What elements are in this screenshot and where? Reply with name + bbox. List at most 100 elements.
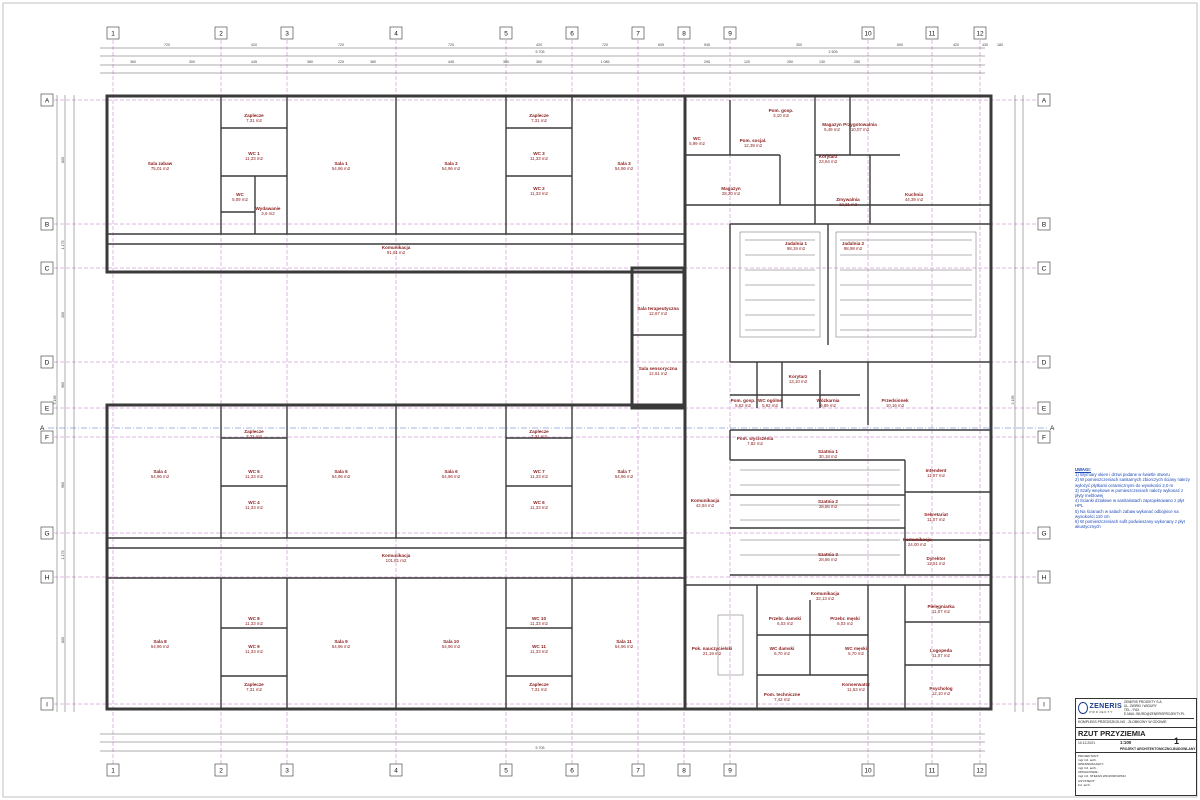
note-item: 2) W pomieszczeniach sanitarnych zbiorcz… — [1075, 477, 1190, 488]
axis-bubble — [40, 217, 54, 231]
room-name: Komunikacja — [382, 245, 411, 250]
axis-label-column-top: 2 — [219, 31, 223, 38]
dimension-height-segment: 1 175 — [61, 241, 65, 250]
room-name: WC 2 — [533, 186, 545, 191]
room-name: Komunikacja — [811, 591, 840, 596]
room-name: Dyrektor — [927, 556, 946, 561]
axis-bubble — [631, 763, 645, 777]
dimension-height-segment: 805 — [61, 157, 65, 163]
room-name: Sala 7 — [617, 469, 631, 474]
room-name: WC — [236, 192, 244, 197]
axis-label-column-top: 3 — [285, 31, 289, 38]
staff-room-table — [717, 614, 744, 676]
room-area: 54,96 m2 — [332, 644, 351, 649]
room-area: 54,96 m2 — [332, 166, 351, 171]
room-name: Przedsionek — [881, 398, 909, 403]
room-name: Komunikacja — [691, 498, 720, 503]
room-area: 12,51 m2 — [927, 561, 946, 566]
room-area: 10,16 m2 — [886, 403, 905, 408]
room-area: 11,33 m2 — [245, 649, 264, 654]
room-area: 11,33 m2 — [530, 191, 549, 196]
dimension-top: 545 — [704, 43, 710, 47]
address-line: TEL. / FAX — [1124, 707, 1140, 712]
drawing-branch: PROJEKT ARCHITEKTONICZNO-BUDOWLANY — [1120, 747, 1196, 751]
axis-label-column-bottom: 5 — [504, 768, 508, 775]
room-area: 54,96 m2 — [151, 474, 170, 479]
room-name: Logopeda — [930, 648, 952, 653]
axis-label-row-right: I — [1043, 702, 1045, 709]
room-area: 11,33 m2 — [245, 621, 264, 626]
dimension-top: 720 — [338, 43, 344, 47]
axis-label-row-left: C — [45, 266, 50, 273]
dimension-mid: 445 — [448, 60, 454, 64]
room-area: 11,33 m2 — [530, 621, 549, 626]
room-name: Komunikacja — [903, 537, 932, 542]
room-name: WC 9 — [248, 644, 260, 649]
axis-bubble — [565, 763, 579, 777]
room-area: 5,49 m2 — [824, 127, 840, 132]
dimension-top: 420 — [251, 43, 257, 47]
room-name: Sala 5 — [334, 469, 348, 474]
room-name: Przygotowalnia — [843, 122, 877, 127]
room-name: WC męski — [845, 646, 867, 651]
axis-bubble — [40, 401, 54, 415]
axis-label-row-left: A — [45, 98, 50, 105]
room-area: 7,31 m2 — [246, 687, 262, 692]
address-line: ZENERIS PROJEKTY S.A. — [1124, 700, 1163, 704]
axis-bubble — [389, 763, 403, 777]
team-line: ASYSTENT: — [1078, 778, 1095, 783]
dimension-mid: 1 085 — [601, 60, 610, 64]
team-line: mgr inż. arch. — [1078, 766, 1097, 771]
company-address: ZENERIS PROJEKTY S.A. UL. ŻWIRKI I WIGUR… — [1124, 700, 1194, 717]
dimension-top: 420 — [953, 43, 959, 47]
axis-label-column-bottom: 12 — [976, 768, 984, 775]
axis-bubble — [499, 26, 513, 40]
room-name: Sala 1 — [334, 161, 348, 166]
axis-bubble — [280, 763, 294, 777]
axis-bubble — [925, 763, 939, 777]
sheet-number: 1 — [1174, 736, 1180, 746]
room-name: Pom. socjal. — [740, 138, 767, 143]
dimension-mid: 250 — [787, 60, 793, 64]
room-area: 28,86 m2 — [819, 504, 838, 509]
axis-bubble — [40, 93, 54, 107]
room-area: 11,33 m2 — [530, 505, 549, 510]
axis-label-column-bottom: 4 — [394, 768, 398, 775]
axis-label-column-top: 5 — [504, 31, 508, 38]
axis-label-row-right: C — [1042, 266, 1047, 273]
room-name: Sala sensoryczna — [639, 366, 678, 371]
axis-bubble — [1037, 401, 1051, 415]
axis-bubble — [40, 570, 54, 584]
team-line: mgr inż. arch. — [1078, 758, 1097, 763]
room-area: 7,82 m2 — [747, 441, 763, 446]
axis-label-column-bottom: 11 — [929, 768, 936, 775]
axis-bubble — [1037, 526, 1051, 540]
room-area: 7,31 m2 — [246, 118, 262, 123]
walls — [105, 94, 993, 711]
room-area: 54,96 m2 — [615, 474, 634, 479]
room-area: 11,33 m2 — [530, 156, 549, 161]
room-area: 54,96 m2 — [442, 474, 461, 479]
axis-label-column-top: 1 — [111, 31, 115, 38]
axis-label-row-right: A — [1042, 98, 1047, 105]
room-area: 5,92 m2 — [762, 403, 778, 408]
dimension-top: 300 — [796, 43, 802, 47]
room-area: 12,39 m2 — [744, 143, 763, 148]
room-name: Pom. gosp. — [731, 398, 756, 403]
room-area: 91,61 m2 — [387, 250, 406, 255]
axis-label-column-top: 12 — [976, 31, 984, 38]
axis-bubble — [973, 763, 987, 777]
room-name: Pom. wyciszenia — [737, 436, 774, 441]
dimension-height-total-right: 3 195 — [1011, 396, 1015, 405]
axis-bubble — [925, 26, 939, 40]
room-name: Sala 11 — [616, 639, 632, 644]
axis-label-column-bottom: 2 — [219, 768, 223, 775]
room-area: 75,01 m2 — [151, 166, 170, 171]
room-area: 24,00 m2 — [908, 542, 927, 547]
room-name: WC 8 — [248, 616, 260, 621]
dining-tables-2 — [835, 231, 977, 338]
axis-label-column-top: 7 — [636, 31, 640, 38]
room-name: Magazyn — [721, 186, 741, 191]
room-name: Szatnia 2 — [818, 499, 838, 504]
